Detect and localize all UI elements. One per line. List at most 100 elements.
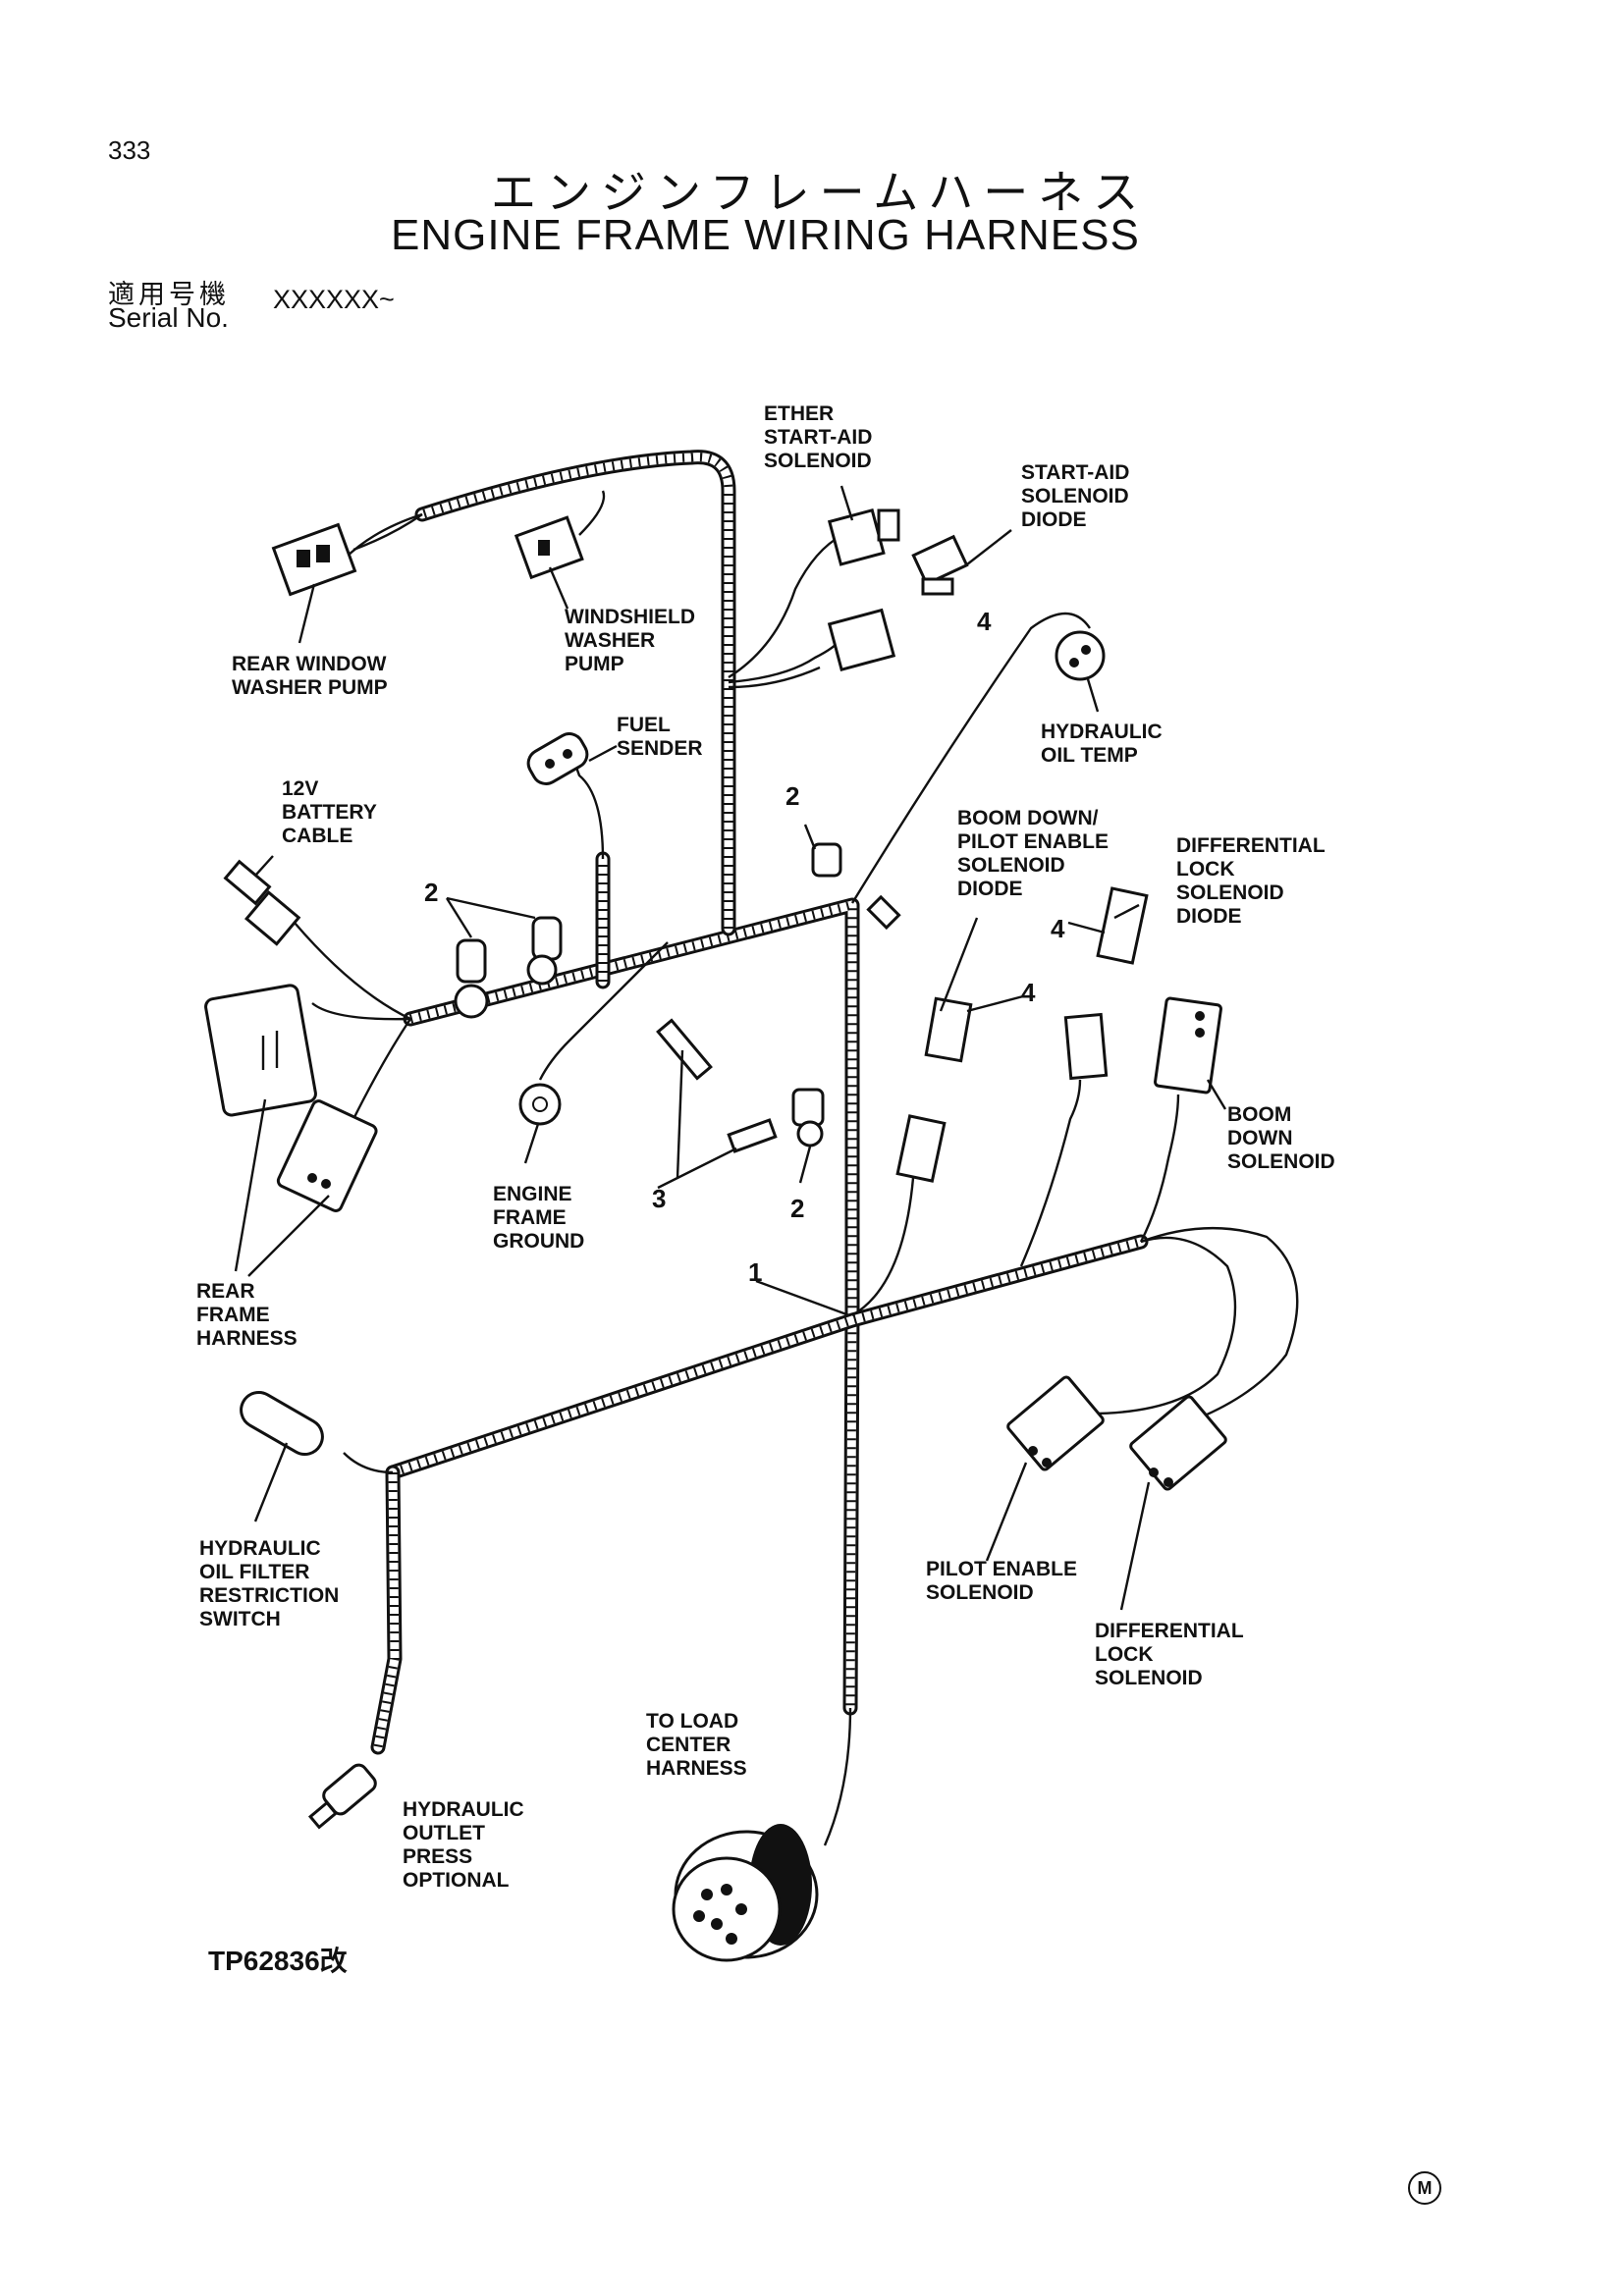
label-differential-lock-solenoid-diode: DIFFERENTIAL LOCK SOLENOID DIODE	[1176, 834, 1326, 928]
hydraulic-oil-filter-switch	[240, 1391, 324, 1456]
branch-wires	[294, 490, 1299, 1846]
callout-2-left: 2	[424, 878, 438, 907]
svg-text:PILOT ENABLE: PILOT ENABLE	[926, 1558, 1077, 1580]
svg-text:TO LOAD: TO LOAD	[646, 1710, 738, 1733]
title-japanese: エンジンフレームハーネス	[491, 166, 1149, 219]
svg-text:HYDRAULIC: HYDRAULIC	[403, 1798, 524, 1821]
hydraulic-outlet-press-sensor	[307, 1763, 377, 1830]
harness-bundles	[370, 450, 1149, 1755]
page-title: ENGINE FRAME WIRING HARNESS	[391, 211, 1140, 259]
label-hydraulic-outlet-press: HYDRAULIC OUTLET PRESS OPTIONAL	[403, 1798, 524, 1892]
svg-text:DIFFERENTIAL: DIFFERENTIAL	[1095, 1620, 1244, 1642]
label-battery-cable: 12V BATTERY CABLE	[282, 777, 377, 847]
misc-connectors	[895, 1012, 1109, 1183]
boom-down-solenoid-connector	[1154, 996, 1222, 1095]
svg-text:OPTIONAL: OPTIONAL	[403, 1869, 510, 1892]
label-rear-window-washer-pump: REAR WINDOW WASHER PUMP	[232, 653, 388, 699]
svg-text:SOLENOID: SOLENOID	[1021, 485, 1129, 507]
callout-4-diff-lock: 4	[1051, 914, 1065, 943]
svg-text:LOCK: LOCK	[1176, 858, 1235, 881]
label-ether-start-aid-solenoid: ETHER START-AID SOLENOID	[764, 402, 872, 472]
rear-window-washer-pump-connector	[271, 522, 357, 597]
svg-text:HYDRAULIC: HYDRAULIC	[1041, 721, 1163, 743]
svg-text:HARNESS: HARNESS	[646, 1757, 747, 1780]
svg-text:RESTRICTION: RESTRICTION	[199, 1584, 339, 1607]
label-rear-frame-harness: REAR FRAME HARNESS	[196, 1280, 298, 1350]
svg-text:LOCK: LOCK	[1095, 1643, 1154, 1666]
svg-text:WINDSHIELD: WINDSHIELD	[565, 606, 695, 628]
serial-label-japanese: 適用号機	[108, 280, 230, 310]
reference-code: TP62836改	[208, 1946, 348, 1976]
svg-text:WASHER: WASHER	[565, 629, 655, 652]
svg-text:ETHER: ETHER	[764, 402, 834, 425]
svg-text:SOLENOID: SOLENOID	[764, 450, 872, 472]
label-engine-frame-ground: ENGINE FRAME GROUND	[493, 1183, 584, 1253]
callout-1: 1	[748, 1257, 762, 1287]
svg-text:WASHER PUMP: WASHER PUMP	[232, 676, 388, 699]
callout-2-lower: 2	[790, 1194, 804, 1223]
label-differential-lock-solenoid: DIFFERENTIAL LOCK SOLENOID	[1095, 1620, 1244, 1689]
battery-cable-terminal	[223, 859, 301, 946]
m-mark: M	[1408, 2171, 1441, 2205]
boom-down-pilot-enable-diode	[924, 996, 973, 1063]
svg-text:FUEL: FUEL	[617, 714, 671, 736]
differential-lock-solenoid-connector	[1129, 1395, 1227, 1491]
svg-text:BATTERY: BATTERY	[282, 801, 377, 824]
svg-text:GROUND: GROUND	[493, 1230, 584, 1253]
start-aid-solenoid-diode	[911, 534, 969, 596]
svg-text:FRAME: FRAME	[196, 1304, 270, 1326]
svg-text:SOLENOID: SOLENOID	[957, 854, 1065, 877]
svg-text:ENGINE: ENGINE	[493, 1183, 572, 1205]
page-number: 333	[108, 135, 151, 165]
svg-text:DOWN: DOWN	[1227, 1127, 1293, 1149]
svg-text:OUTLET: OUTLET	[403, 1822, 485, 1844]
label-hydraulic-oil-temp: HYDRAULIC OIL TEMP	[1041, 721, 1163, 767]
svg-text:PUMP: PUMP	[565, 653, 624, 675]
differential-lock-solenoid-diode	[1096, 886, 1149, 965]
callout-4-start-aid: 4	[977, 607, 992, 636]
pilot-enable-solenoid-connector	[1006, 1375, 1105, 1471]
svg-text:DIODE: DIODE	[1021, 508, 1087, 531]
load-center-connector	[672, 1824, 819, 1962]
svg-text:HYDRAULIC: HYDRAULIC	[199, 1537, 321, 1560]
serial-value: XXXXXX~	[273, 285, 395, 314]
label-fuel-sender: FUEL SENDER	[617, 714, 703, 760]
serial-label: Serial No.	[108, 302, 229, 333]
engine-frame-ground-terminal	[518, 1083, 562, 1126]
svg-text:START-AID: START-AID	[764, 426, 872, 449]
svg-text:HARNESS: HARNESS	[196, 1327, 298, 1350]
label-pilot-enable-solenoid: PILOT ENABLE SOLENOID	[926, 1558, 1077, 1604]
svg-text:SOLENOID: SOLENOID	[1227, 1150, 1335, 1173]
svg-text:DIODE: DIODE	[957, 878, 1023, 900]
label-windshield-washer-pump: WINDSHIELD WASHER PUMP	[565, 606, 695, 675]
fuel-sender-connector	[526, 732, 589, 785]
svg-text:BOOM: BOOM	[1227, 1103, 1291, 1126]
svg-text:12V: 12V	[282, 777, 318, 800]
label-boom-down-pilot-enable-diode: BOOM DOWN/ PILOT ENABLE SOLENOID DIODE	[957, 807, 1109, 900]
svg-text:SOLENOID: SOLENOID	[1176, 881, 1284, 904]
label-start-aid-solenoid-diode: START-AID SOLENOID DIODE	[1021, 461, 1129, 531]
callout-4-boom-down: 4	[1021, 978, 1036, 1007]
clamp-parts	[454, 842, 901, 1148]
svg-text:CENTER: CENTER	[646, 1734, 731, 1756]
svg-text:PRESS: PRESS	[403, 1845, 472, 1868]
svg-text:BOOM DOWN/: BOOM DOWN/	[957, 807, 1099, 829]
svg-text:SWITCH: SWITCH	[199, 1608, 281, 1630]
svg-text:DIFFERENTIAL: DIFFERENTIAL	[1176, 834, 1326, 857]
svg-text:REAR: REAR	[196, 1280, 255, 1303]
leader-lines	[234, 485, 1227, 1611]
svg-text:FRAME: FRAME	[493, 1206, 567, 1229]
bolt-parts	[656, 1018, 778, 1153]
svg-text:REAR WINDOW: REAR WINDOW	[232, 653, 387, 675]
svg-text:SOLENOID: SOLENOID	[1095, 1667, 1203, 1689]
hydraulic-oil-temp-sender	[1055, 630, 1106, 681]
svg-text:OIL TEMP: OIL TEMP	[1041, 744, 1138, 767]
svg-text:SOLENOID: SOLENOID	[926, 1581, 1034, 1604]
callout-numbers: 4 2 2 4 4 3 2 1	[424, 607, 1065, 1287]
svg-text:CABLE: CABLE	[282, 825, 352, 847]
callout-3: 3	[652, 1184, 666, 1213]
label-hydraulic-oil-filter-switch: HYDRAULIC OIL FILTER RESTRICTION SWITCH	[199, 1537, 339, 1630]
svg-text:OIL FILTER: OIL FILTER	[199, 1561, 309, 1583]
windshield-washer-pump-connector	[514, 515, 584, 580]
